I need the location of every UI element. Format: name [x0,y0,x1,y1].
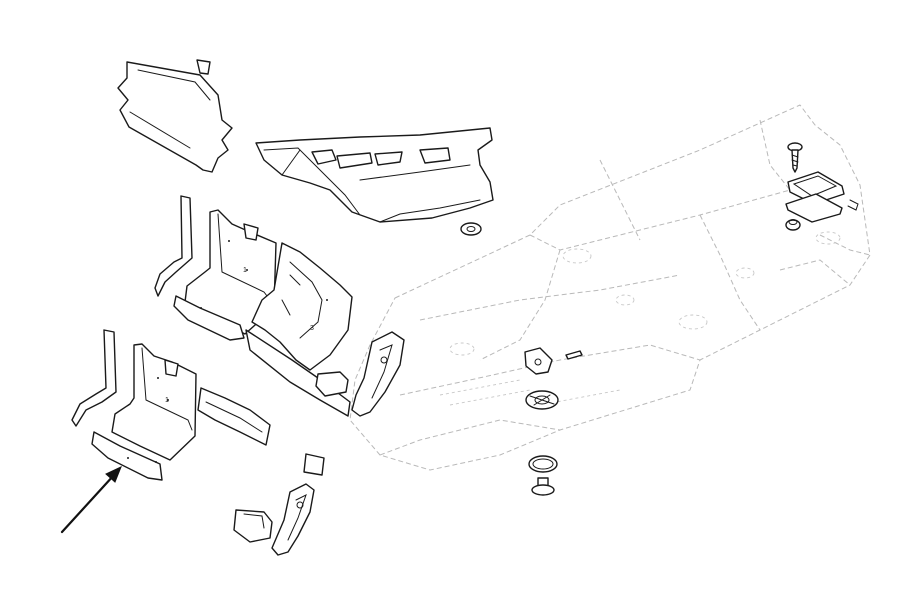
arrow-icon [60,466,122,534]
screw [787,142,803,173]
o-ring [528,455,558,473]
svg-text:3: 3 [310,325,314,332]
small-square-pad [303,453,325,476]
floor-pan-outline [349,104,871,471]
svg-text:1: 1 [165,397,169,404]
heat-shield-lower: 1 [71,329,271,481]
heat-shield-upper: 1 3 [154,195,353,417]
side-bracket-right [315,331,405,417]
svg-text:1: 1 [243,267,247,274]
drain-plug [531,477,555,496]
grommet-right [785,219,801,231]
grommet-top [460,222,482,236]
insulation-pad-upper-left [117,59,233,173]
access-plate [785,171,859,223]
tunnel-cover [255,127,494,223]
clip-fastener [524,347,583,375]
grommet-center [525,390,559,410]
side-bracket-lower [233,483,315,556]
